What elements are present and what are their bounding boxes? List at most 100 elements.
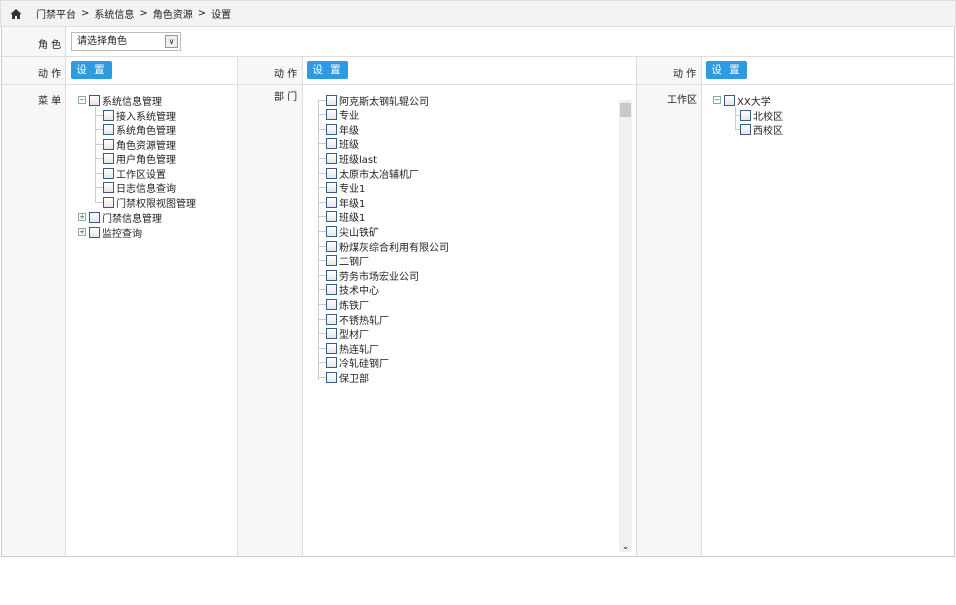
- tree-node[interactable]: 门禁权限视图管理: [95, 195, 196, 210]
- checkbox[interactable]: [326, 196, 337, 208]
- checkbox[interactable]: [326, 138, 337, 150]
- checkbox[interactable]: [103, 181, 114, 193]
- tree-node[interactable]: 炼铁厂: [318, 297, 369, 312]
- checkbox[interactable]: [103, 109, 114, 121]
- checkbox[interactable]: [326, 371, 337, 383]
- tree-node-label: 劳务市场宏业公司: [339, 271, 419, 283]
- tree-node[interactable]: 尖山铁矿: [318, 224, 379, 239]
- workarea-set-button[interactable]: 设 置: [706, 61, 747, 79]
- tree-node[interactable]: 热连轧厂: [318, 341, 379, 356]
- checkbox[interactable]: [326, 182, 337, 194]
- tree-node[interactable]: 北校区: [735, 108, 783, 123]
- tree-node[interactable]: 专业: [318, 108, 359, 122]
- checkbox[interactable]: [326, 313, 337, 325]
- tree-node-label: 冷轧硅钢厂: [339, 359, 389, 371]
- tree-node[interactable]: 冷轧硅钢厂: [318, 356, 389, 370]
- scrollbar-thumb[interactable]: [620, 103, 631, 117]
- breadcrumb-item[interactable]: 门禁平台: [36, 10, 76, 21]
- checkbox[interactable]: [103, 196, 114, 208]
- collapse-icon[interactable]: −: [713, 96, 721, 104]
- tree-node[interactable]: 日志信息查询: [95, 180, 176, 195]
- tree-node-label: 工作区设置: [116, 169, 166, 181]
- tree-node[interactable]: 用户角色管理: [95, 151, 176, 166]
- tree-node[interactable]: 劳务市场宏业公司: [318, 268, 419, 283]
- checkbox[interactable]: [103, 167, 114, 179]
- checkbox[interactable]: [326, 328, 337, 340]
- menu-set-button[interactable]: 设 置: [71, 61, 112, 79]
- tree-node[interactable]: 西校区: [735, 122, 783, 137]
- checkbox[interactable]: [326, 342, 337, 354]
- tree-node-label: 年级1: [339, 198, 366, 210]
- checkbox[interactable]: [326, 94, 337, 106]
- tree-node-label: XX大学: [737, 96, 771, 108]
- label-column-1: [2, 27, 66, 556]
- breadcrumb-item[interactable]: 角色资源: [152, 10, 193, 21]
- expand-icon[interactable]: +: [78, 213, 86, 221]
- tree-node[interactable]: 年级: [318, 122, 359, 137]
- tree-node[interactable]: − 系统信息管理: [78, 93, 162, 108]
- checkbox[interactable]: [326, 269, 337, 281]
- breadcrumb-item[interactable]: 系统信息: [94, 10, 135, 21]
- role-label: 角 色: [38, 40, 62, 51]
- tree-node-label: 门禁权限视图管理: [116, 198, 196, 210]
- checkbox[interactable]: [89, 211, 100, 223]
- checkbox[interactable]: [326, 255, 337, 267]
- tree-node[interactable]: 班级last: [318, 151, 377, 166]
- expand-icon[interactable]: +: [78, 228, 86, 236]
- checkbox[interactable]: [326, 109, 337, 121]
- tree-node[interactable]: − XX大学: [713, 93, 771, 108]
- tree-node[interactable]: 班级1: [318, 210, 365, 224]
- role-select[interactable]: 请选择角色∨: [71, 32, 181, 51]
- tree-node-label: 用户角色管理: [116, 154, 176, 166]
- tree-node[interactable]: 太原市太冶辅机厂: [318, 166, 419, 181]
- label-column-2: [237, 57, 303, 556]
- tree-node[interactable]: 角色资源管理: [95, 137, 176, 152]
- checkbox[interactable]: [89, 94, 100, 106]
- checkbox[interactable]: [326, 167, 337, 179]
- tree-node[interactable]: 工作区设置: [95, 166, 166, 181]
- checkbox[interactable]: [326, 298, 337, 310]
- checkbox[interactable]: [103, 123, 114, 135]
- tree-node-label: 专业1: [339, 184, 366, 196]
- checkbox[interactable]: [326, 123, 337, 135]
- scroll-down-icon[interactable]: ⌄: [621, 542, 630, 552]
- action-label: 动 作: [673, 69, 697, 80]
- checkbox[interactable]: [326, 152, 337, 164]
- tree-node-label: 班级: [339, 140, 359, 152]
- checkbox[interactable]: [326, 240, 337, 252]
- tree-node[interactable]: +门禁信息管理: [78, 210, 162, 225]
- checkbox[interactable]: [326, 225, 337, 237]
- collapse-icon[interactable]: −: [78, 96, 86, 104]
- chevron-down-icon[interactable]: ∨: [165, 35, 178, 48]
- checkbox[interactable]: [724, 94, 735, 106]
- tree-node[interactable]: 系统角色管理: [95, 122, 176, 137]
- tree-node[interactable]: 接入系统管理: [95, 108, 176, 123]
- tree-node[interactable]: 年级1: [318, 195, 366, 210]
- checkbox[interactable]: [103, 138, 114, 150]
- tree-node-label: 北校区: [753, 111, 783, 123]
- checkbox[interactable]: [326, 357, 337, 369]
- checkbox[interactable]: [740, 109, 751, 121]
- tree-node[interactable]: 班级: [318, 137, 359, 151]
- tree-node[interactable]: 技术中心: [318, 283, 379, 297]
- tree-node[interactable]: 保卫部: [318, 370, 369, 385]
- action-label: 动 作: [274, 69, 298, 80]
- tree-node[interactable]: 专业1: [318, 181, 365, 195]
- home-icon[interactable]: [10, 8, 22, 20]
- tree-node[interactable]: 不锈热轧厂: [318, 312, 389, 327]
- tree-node-label: 尖山铁矿: [339, 227, 379, 239]
- checkbox[interactable]: [103, 152, 114, 164]
- tree-node[interactable]: 阿克斯太钢轧辊公司: [318, 93, 429, 108]
- department-set-button[interactable]: 设 置: [307, 61, 348, 79]
- tree-node-label: 系统信息管理: [102, 96, 162, 108]
- tree-node[interactable]: 二钢厂: [318, 254, 369, 268]
- checkbox[interactable]: [326, 284, 337, 296]
- checkbox[interactable]: [89, 226, 100, 238]
- checkbox[interactable]: [326, 211, 337, 223]
- tree-node[interactable]: +监控查询: [78, 225, 142, 240]
- tree-node[interactable]: 型材厂: [318, 327, 369, 341]
- checkbox[interactable]: [740, 123, 751, 135]
- action-label: 动 作: [38, 69, 62, 80]
- department-scrollbar[interactable]: ⌄: [619, 100, 632, 552]
- tree-node[interactable]: 粉煤灰综合利用有限公司: [318, 239, 449, 254]
